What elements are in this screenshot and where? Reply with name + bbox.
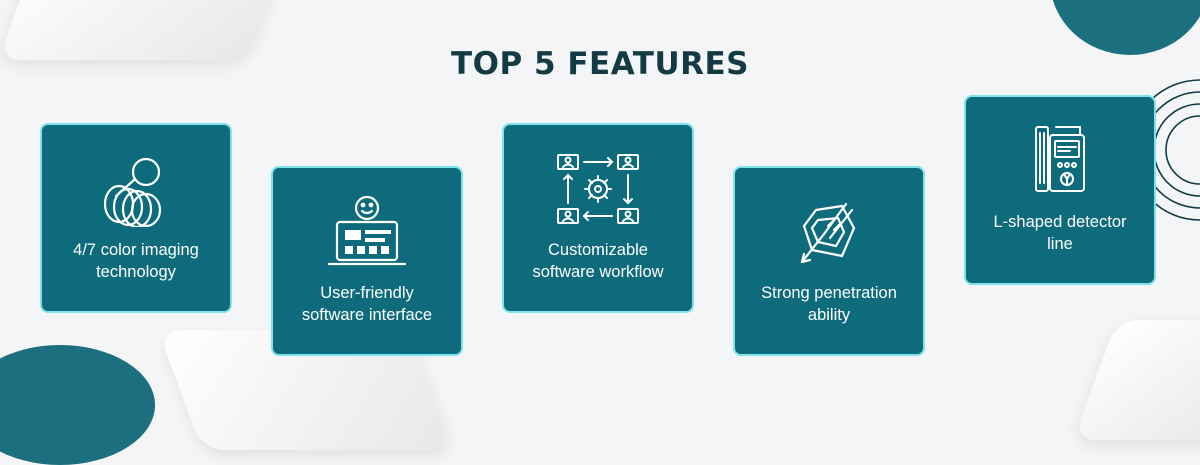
feature-label: Strong penetration ability [761,284,897,324]
feature-card-color-imaging: 4/7 color imaging technology [40,123,232,313]
color-imaging-icon [96,139,176,227]
feature-label: User-friendly software interface [301,284,433,324]
feature-card-workflow: Customizable software workflow [502,123,694,313]
feature-label: Customizable software workflow [532,241,664,281]
page-title: TOP 5 FEATURES [450,46,749,82]
smiley-laptop-icon [325,182,409,270]
feature-label: 4/7 color imaging technology [73,241,199,281]
background-hexagon-bottom-right [1073,320,1200,440]
feature-card-user-friendly: User-friendly software interface [271,166,463,356]
feature-label: L-shaped detector line [993,213,1127,253]
feature-card-detector: L-shaped detector line [964,95,1156,285]
detector-device-icon [1030,111,1090,199]
feature-card-penetration: Strong penetration ability [733,166,925,356]
background-circle-bottom-left [0,345,155,465]
workflow-cycle-icon [554,139,642,227]
penetration-icon [794,182,864,270]
